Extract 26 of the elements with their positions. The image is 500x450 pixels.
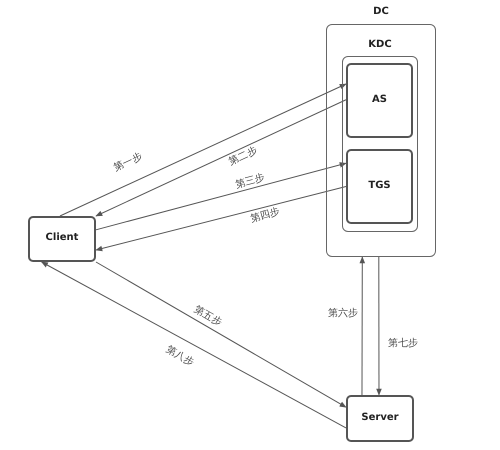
group-title: DC bbox=[372, 6, 390, 17]
arrow bbox=[59, 84, 347, 216]
edge-label: 第七步 bbox=[388, 336, 418, 350]
arrow bbox=[359, 256, 366, 396]
node-label: Server bbox=[360, 412, 400, 422]
arrow bbox=[96, 262, 347, 408]
edge-label: 第一步 bbox=[111, 150, 145, 175]
edge-label: 第二步 bbox=[226, 144, 260, 169]
process-box bbox=[28, 216, 96, 262]
edge-label: 第三步 bbox=[234, 171, 266, 192]
node-label: AS bbox=[371, 94, 388, 104]
process-box bbox=[346, 63, 413, 138]
edge-label: 第四步 bbox=[248, 205, 282, 226]
edge-label: 第五步 bbox=[192, 303, 224, 330]
edge-label: 第六步 bbox=[328, 306, 358, 320]
arrow bbox=[95, 99, 346, 216]
arrow bbox=[96, 162, 347, 230]
node-label: TGS bbox=[367, 180, 392, 190]
process-box bbox=[346, 149, 413, 224]
group-title: KDC bbox=[367, 39, 393, 50]
process-box bbox=[346, 395, 414, 442]
node-label: Client bbox=[44, 232, 80, 243]
arrow bbox=[95, 186, 346, 252]
edge-label: 第八步 bbox=[164, 343, 196, 370]
arrow bbox=[376, 256, 382, 396]
arrow bbox=[40, 262, 346, 428]
